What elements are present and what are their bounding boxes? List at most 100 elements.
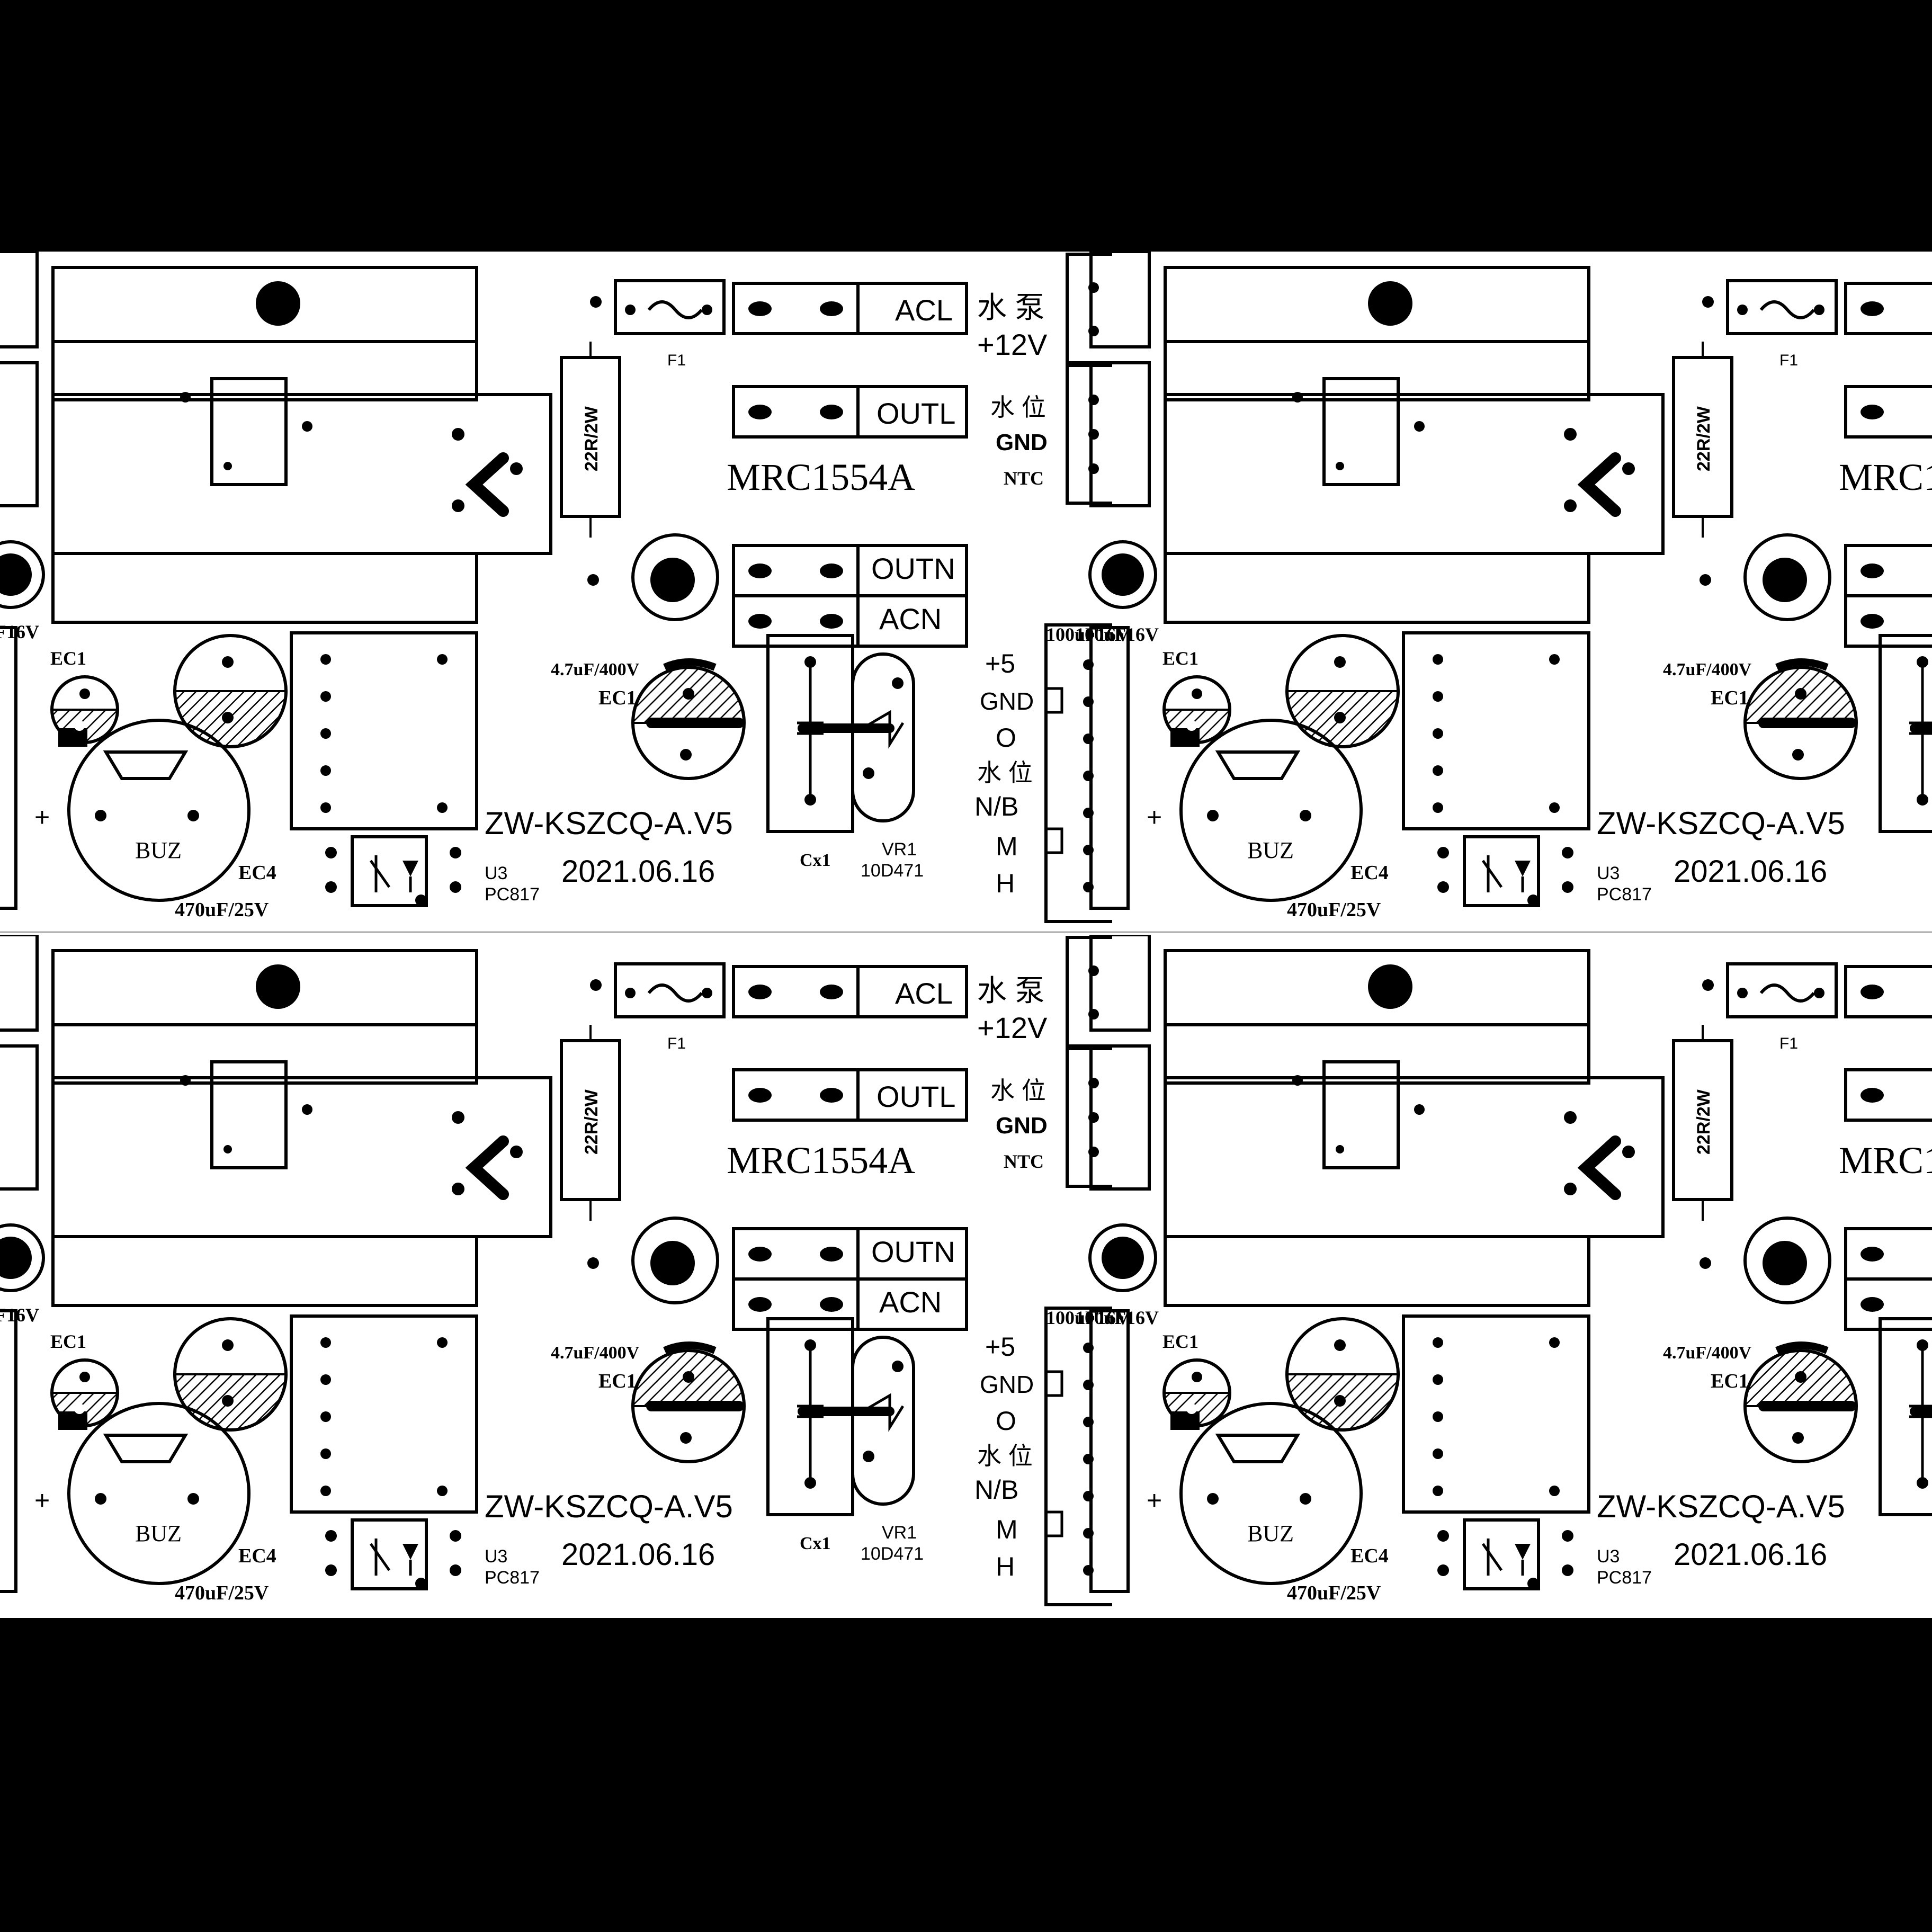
terminal-label-acl: ACL: [895, 293, 953, 327]
conn-bot-7: H: [996, 869, 1015, 898]
opto-part-label: PC817: [1597, 884, 1652, 905]
conn-bot-7: H: [996, 1552, 1015, 1581]
big-cap-label: EC4: [238, 1545, 276, 1567]
conn-top-1: 水 泵: [977, 974, 1045, 1007]
hv-cap-label: EC1: [598, 1370, 637, 1392]
fuse-label: F1: [667, 1035, 686, 1052]
hv-cap-value: 4.7uF/400V: [551, 1343, 640, 1363]
small-cap-label: EC1: [50, 648, 86, 669]
terminal-label-outn: OUTN: [871, 552, 955, 585]
opto-ref-label: U3: [1597, 863, 1620, 883]
conn-bot-5: N/B: [974, 792, 1018, 821]
plus-label: +: [34, 1486, 50, 1515]
conn-bot-3: O: [996, 723, 1016, 753]
opto-ref-label: U3: [485, 863, 507, 883]
conn-bot-5: N/B: [974, 1475, 1018, 1505]
conn-top-1: 水 泵: [977, 291, 1045, 324]
conn-bot-2: GND: [980, 687, 1034, 715]
small-cap-label: EC1: [50, 1331, 86, 1352]
date-label: 2021.06.16: [1674, 1537, 1827, 1572]
conn-bot-6: M: [996, 1515, 1018, 1544]
resistor-label: 22R/2W: [582, 1089, 602, 1155]
date-label: 2021.06.16: [1674, 854, 1827, 889]
conn-mid-3: NTC: [1004, 468, 1044, 489]
opto-part-label: PC817: [485, 1568, 540, 1588]
conn-bot-4: 水 位: [977, 1442, 1033, 1470]
big-cap-value: 470uF/25V: [1287, 899, 1381, 921]
conn-cap-label: 100uF16V: [1075, 1307, 1159, 1328]
buzzer-label: BUZ: [1247, 837, 1294, 863]
big-cap-label: EC4: [1350, 862, 1389, 884]
date-label: 2021.06.16: [561, 854, 715, 889]
conn-top-2: +12V: [977, 1011, 1048, 1044]
conn-bot-1: +5: [985, 1332, 1015, 1362]
hv-cap-value: 4.7uF/400V: [551, 660, 640, 679]
board-id-label: ZW-KSZCQ-A.V5: [1597, 1489, 1845, 1524]
chip-label: MRC1554A: [1839, 1139, 1932, 1182]
board-id-label: ZW-KSZCQ-A.V5: [485, 806, 733, 841]
big-cap-label: EC4: [1350, 1545, 1389, 1567]
buzzer-label: BUZ: [135, 837, 182, 863]
chip-label: MRC1554A: [727, 1139, 915, 1182]
board-id-label: ZW-KSZCQ-A.V5: [1597, 806, 1845, 841]
fuse-label: F1: [667, 352, 686, 369]
terminal-label-acl: ACL: [895, 977, 953, 1010]
varistor-ref-label: VR1: [882, 839, 917, 860]
terminal-label-acn: ACN: [879, 1285, 942, 1319]
hv-cap-value: 4.7uF/400V: [1663, 1343, 1752, 1363]
hv-cap-value: 4.7uF/400V: [1663, 660, 1752, 679]
varistor-ref-label: VR1: [882, 1523, 917, 1543]
buzzer-label: BUZ: [135, 1520, 182, 1546]
plus-label: +: [34, 802, 50, 832]
resistor-label: 22R/2W: [1694, 406, 1714, 471]
chip-label: MRC1554A: [727, 456, 915, 498]
edge-fragment-label: F16V: [0, 621, 39, 642]
hv-cap-label: EC1: [1711, 1370, 1749, 1392]
date-label: 2021.06.16: [561, 1537, 715, 1572]
conn-mid-3: NTC: [1004, 1151, 1044, 1172]
opto-ref-label: U3: [485, 1546, 507, 1567]
conn-cap-label: 100uF16V: [1046, 624, 1130, 645]
conn-cap-label: 100uF16V: [1075, 624, 1159, 645]
fuse-label: F1: [1779, 1035, 1798, 1052]
edge-fragment-label: F16V: [0, 1304, 39, 1326]
cx-label: Cx1: [800, 851, 831, 870]
resistor-label: 22R/2W: [1694, 1089, 1714, 1155]
conn-mid-2: GND: [996, 1113, 1048, 1139]
big-cap-label: EC4: [238, 862, 276, 884]
conn-mid-1: 水 位: [990, 393, 1046, 421]
terminal-label-acn: ACN: [879, 602, 942, 636]
terminal-label-outl: OUTL: [876, 1080, 955, 1113]
fuse-label: F1: [1779, 352, 1798, 369]
conn-mid-1: 水 位: [990, 1077, 1046, 1104]
hv-cap-label: EC1: [1711, 687, 1749, 709]
conn-bot-6: M: [996, 831, 1018, 861]
plus-label: +: [1147, 1486, 1162, 1515]
terminal-label-outn: OUTN: [871, 1235, 955, 1268]
chip-label: MRC1554A: [1839, 456, 1932, 498]
varistor-part-label: 10D471: [861, 861, 924, 881]
cx-label: Cx1: [800, 1534, 831, 1553]
conn-bot-1: +5: [985, 649, 1015, 678]
conn-bot-4: 水 位: [977, 759, 1033, 786]
board-id-label: ZW-KSZCQ-A.V5: [485, 1489, 733, 1524]
conn-bot-2: GND: [980, 1371, 1034, 1398]
opto-part-label: PC817: [485, 884, 540, 905]
hv-cap-label: EC1: [598, 687, 637, 709]
conn-mid-2: GND: [996, 430, 1048, 455]
opto-part-label: PC817: [1597, 1568, 1652, 1588]
board-labels-tl: ACL OUTL OUTN ACN MRC1554A F1 22R/2W 水 泵…: [0, 291, 1130, 921]
board-labels-bl: ACL OUTL OUTN ACN MRC1554A F1 22R/2W 水 泵…: [0, 974, 1130, 1604]
small-cap-label: EC1: [1162, 1331, 1198, 1352]
terminal-label-outl: OUTL: [876, 397, 955, 430]
big-cap-value: 470uF/25V: [1287, 1582, 1381, 1604]
conn-top-2: +12V: [977, 328, 1048, 361]
big-cap-value: 470uF/25V: [175, 1582, 269, 1604]
conn-bot-3: O: [996, 1406, 1016, 1436]
varistor-part-label: 10D471: [861, 1544, 924, 1564]
board-labels-right: MRC1554A F1 22R/2W 100uF16V ZW-KSZCQ-A.V…: [1075, 352, 1932, 1604]
big-cap-value: 470uF/25V: [175, 899, 269, 921]
resistor-label: 22R/2W: [582, 406, 602, 471]
small-cap-label: EC1: [1162, 648, 1198, 669]
